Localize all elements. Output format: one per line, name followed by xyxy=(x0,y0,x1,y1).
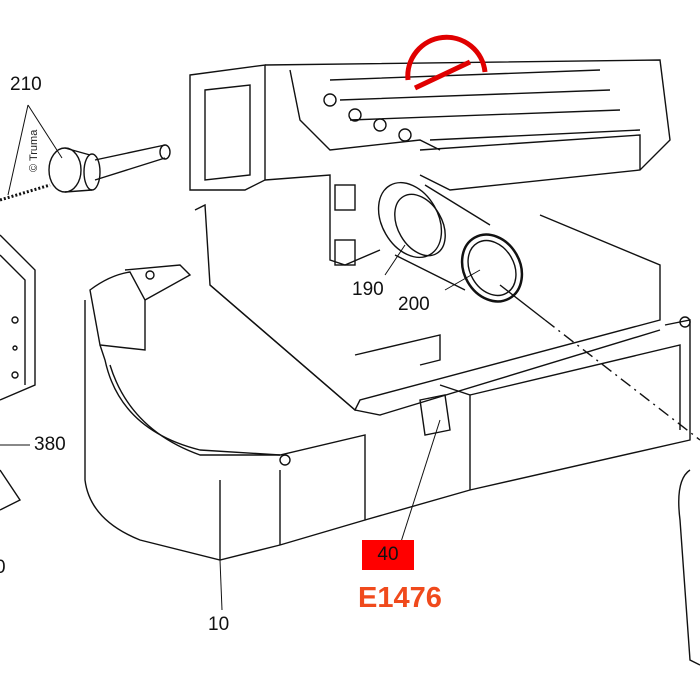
base-tray xyxy=(84,203,691,561)
side-bracket xyxy=(678,469,700,666)
heater-unit xyxy=(189,59,671,266)
drawing-code: E1476 xyxy=(358,582,442,614)
callout-partial: 0 xyxy=(0,557,6,578)
callout-200: 200 xyxy=(398,294,430,315)
leader-lines xyxy=(0,104,481,611)
exhaust-pipe xyxy=(377,181,700,441)
copyright-notice: © Truma xyxy=(28,129,40,172)
callout-190: 190 xyxy=(352,279,384,300)
callout-10: 10 xyxy=(208,614,230,635)
callout-380: 380 xyxy=(34,434,66,455)
left-housing xyxy=(0,234,36,511)
highlighted-part-40: 40 xyxy=(362,540,414,570)
knob-part xyxy=(0,144,171,202)
callout-210: 210 xyxy=(10,74,42,95)
